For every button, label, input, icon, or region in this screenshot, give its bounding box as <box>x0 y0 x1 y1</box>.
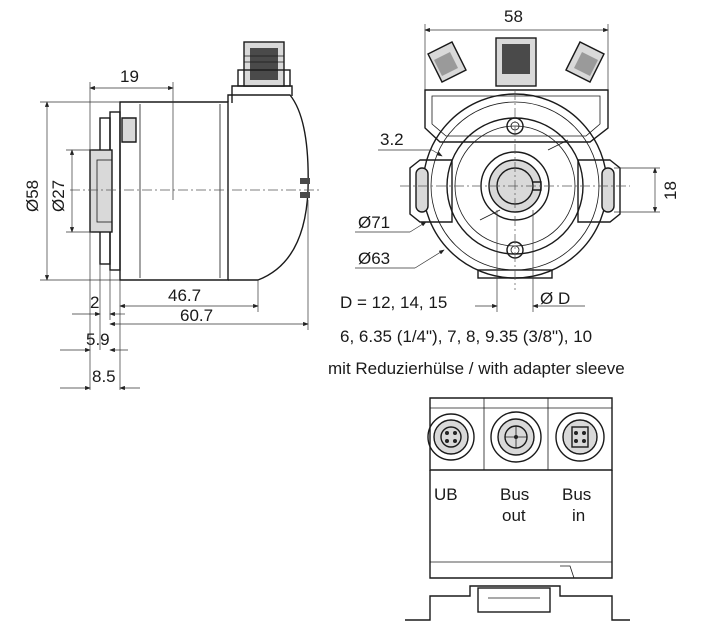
dim-d58: Ø58 <box>23 180 42 212</box>
dim-dd: Ø D <box>540 289 570 308</box>
front-connectors-top <box>427 37 605 87</box>
label-ub: UB <box>434 485 458 504</box>
dim-d63: Ø63 <box>358 249 390 268</box>
label-bus-in-2: in <box>572 506 585 525</box>
dim-19: 19 <box>120 67 139 86</box>
note-bore-sizes: D = 12, 14, 15 <box>340 293 448 312</box>
dim-d27: Ø27 <box>49 180 68 212</box>
dim-60-7: 60.7 <box>180 306 213 325</box>
connector-bus-in <box>555 412 605 462</box>
dim-d71: Ø71 <box>358 213 390 232</box>
front-view: 58 3.2 18 Ø71 Ø63 Ø D <box>355 7 680 312</box>
connector-view: UB Bus out Bus in <box>405 397 630 621</box>
label-bus-out-2: out <box>502 506 526 525</box>
dim-2: 2 <box>90 293 99 312</box>
dim-18: 18 <box>661 181 680 200</box>
connector-bus-out <box>490 411 542 463</box>
note-reducer-sizes: 6, 6.35 (1/4"), 7, 8, 9.35 (3/8"), 10 <box>340 327 593 346</box>
dim-3-2: 3.2 <box>380 130 404 149</box>
side-view: 19 Ø58 Ø27 2 46.7 60.7 5.9 8.5 <box>23 41 320 391</box>
note-adapter-sleeve: mit Reduzierhülse / with adapter sleeve <box>328 359 625 378</box>
label-bus-out-1: Bus <box>500 485 529 504</box>
dim-5-9: 5.9 <box>86 330 110 349</box>
dim-58: 58 <box>504 7 523 26</box>
dim-46-7: 46.7 <box>168 286 201 305</box>
connector-ub <box>427 413 475 461</box>
side-connector <box>237 41 291 87</box>
label-bus-in-1: Bus <box>562 485 591 504</box>
dim-8-5: 8.5 <box>92 367 116 386</box>
